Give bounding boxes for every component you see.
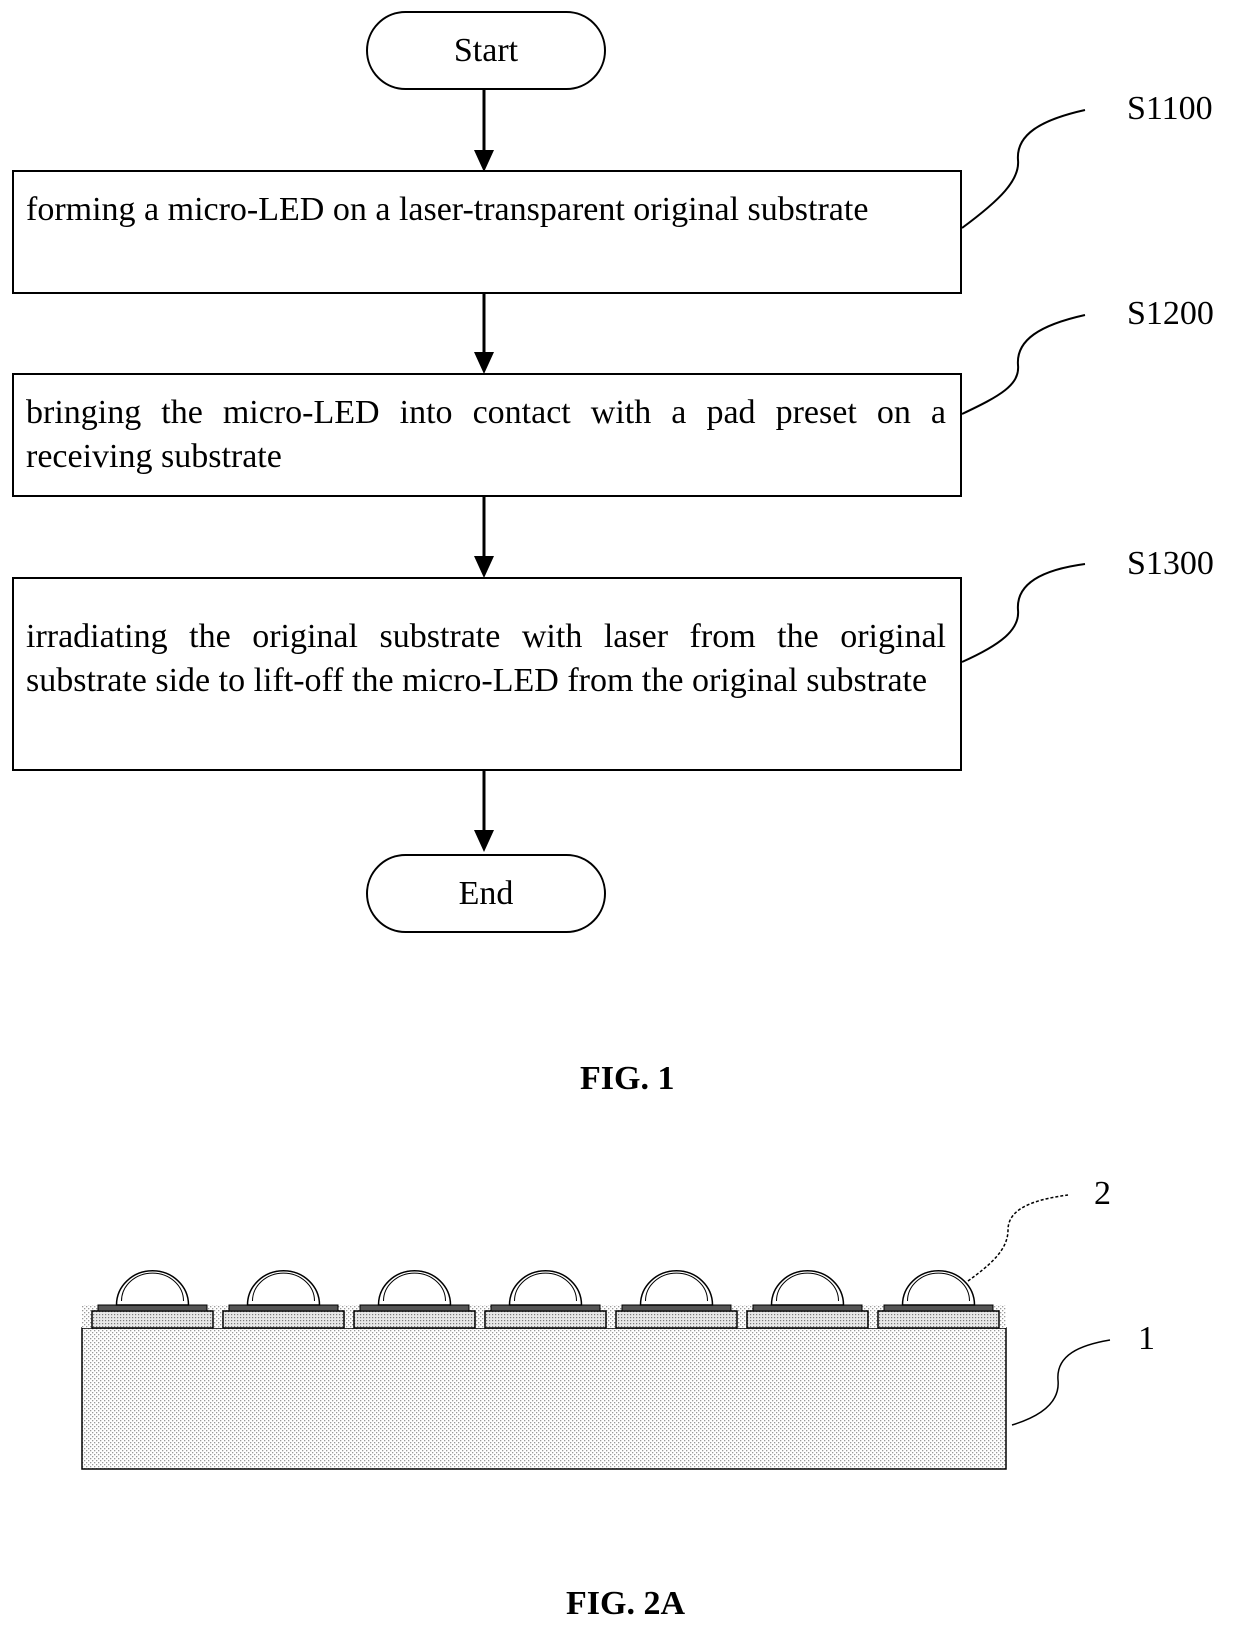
label-micro-led: 2 xyxy=(1094,1175,1111,1213)
led-electrode xyxy=(491,1305,600,1311)
step-box-s1200: bringing the micro-LED into contact with… xyxy=(12,373,962,497)
micro-led-dome xyxy=(641,1271,713,1305)
leader-s1300 xyxy=(962,564,1085,662)
leader-s1100 xyxy=(962,110,1085,228)
end-terminal: End xyxy=(366,854,606,933)
start-label: Start xyxy=(454,32,518,70)
led-electrode xyxy=(622,1305,731,1311)
step-label-s1300: S1300 xyxy=(1127,545,1214,583)
led-base-layer xyxy=(747,1311,868,1328)
substrate-layer xyxy=(82,1328,1006,1469)
micro-led-dome xyxy=(903,1271,975,1305)
leader-label-1 xyxy=(1012,1340,1110,1425)
end-label: End xyxy=(459,875,514,913)
start-terminal: Start xyxy=(366,11,606,90)
led-electrode xyxy=(753,1305,862,1311)
micro-led-dome xyxy=(772,1271,844,1305)
step-text-s1100: forming a micro-LED on a laser-transpare… xyxy=(26,188,946,232)
step-box-s1100: forming a micro-LED on a laser-transpare… xyxy=(12,170,962,294)
led-base-layer xyxy=(92,1311,213,1328)
led-base-layer xyxy=(354,1311,475,1328)
step-box-s1300: irradiating the original substrate with … xyxy=(12,577,962,771)
arrow-s1200-to-s1300 xyxy=(474,495,494,578)
step-label-s1100: S1100 xyxy=(1127,90,1213,128)
arrow-start-to-s1100 xyxy=(474,88,494,172)
micro-led-array xyxy=(82,1271,1006,1328)
fig2a-caption: FIG. 2A xyxy=(566,1585,685,1623)
led-electrode xyxy=(884,1305,993,1311)
micro-led-dome xyxy=(117,1271,189,1305)
leader-label-2 xyxy=(968,1195,1068,1281)
led-electrode xyxy=(360,1305,469,1311)
step-label-s1200: S1200 xyxy=(1127,295,1214,333)
step-text-s1200: bringing the micro-LED into contact with… xyxy=(26,391,946,479)
led-base-layer xyxy=(485,1311,606,1328)
micro-led-dome xyxy=(510,1271,582,1305)
arrow-s1300-to-end xyxy=(474,769,494,852)
fig1-caption: FIG. 1 xyxy=(580,1060,674,1098)
led-base-layer xyxy=(616,1311,737,1328)
label-substrate: 1 xyxy=(1138,1320,1155,1358)
micro-led-dome xyxy=(248,1271,320,1305)
led-base-layer xyxy=(223,1311,344,1328)
leader-s1200 xyxy=(962,315,1085,414)
micro-led-dome xyxy=(379,1271,451,1305)
step-text-s1300: irradiating the original substrate with … xyxy=(26,595,946,703)
arrow-s1100-to-s1200 xyxy=(474,293,494,374)
led-base-layer xyxy=(878,1311,999,1328)
led-electrode xyxy=(98,1305,207,1311)
led-electrode xyxy=(229,1305,338,1311)
